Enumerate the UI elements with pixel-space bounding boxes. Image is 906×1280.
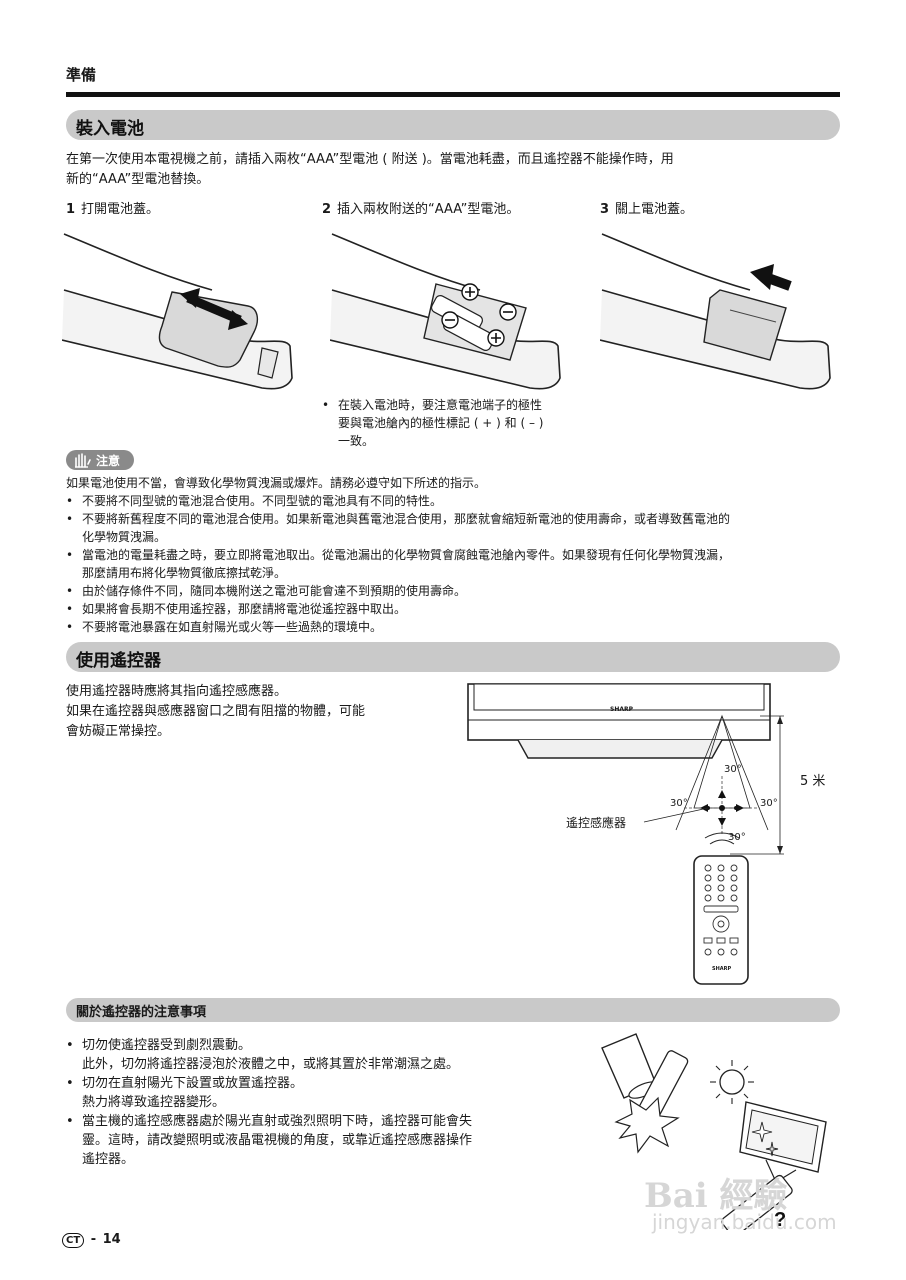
step-1-number: 1 (66, 202, 76, 217)
caution-item-6: • 不要將電池暴露在如直射陽光或火等一些過熱的環境中。 (66, 618, 842, 636)
battery-intro-line2: 新的“AAA”型電池替換。 (66, 172, 210, 187)
distance-label: 5 米 (800, 774, 826, 789)
remote-hazard-illustration: ? (601, 1033, 827, 1230)
section-notes-title: 關於遙控器的注意事項 (76, 1005, 207, 1020)
notes-item-3: • 當主機的遙控感應器處於陽光直射或強烈照明下時，遙控器可能會失 靈。這時，請改… (66, 1112, 566, 1169)
polarity-note-line1: 在裝入電池時，要注意電池端子的極性 (338, 398, 543, 412)
angle-label-bottom: 30° (728, 832, 746, 843)
step-3-number: 3 (600, 202, 610, 217)
notes-item-3-line1: 當主機的遙控感應器處於陽光直射或強烈照明下時，遙控器可能會失 (82, 1114, 473, 1129)
step-3-text: 關上電池蓋。 (615, 202, 694, 217)
remote-text-line1: 使用遙控器時應將其指向遙控感應器。 (66, 684, 288, 699)
insert-batteries-illustration (330, 233, 561, 390)
battery-intro-line1: 在第一次使用本電視機之前，請插入兩枚“AAA”型電池 ( 附送 )。當電池耗盡，… (66, 152, 674, 167)
notes-item-2-line1: 切勿在直射陽光下設置或放置遙控器。 (82, 1076, 304, 1091)
caution-item-2-line2: 化學物質洩漏。 (82, 530, 167, 544)
polarity-note-line3: 一致。 (338, 434, 375, 448)
caution-item-1: • 不要將不同型號的電池混合使用。不同型號的電池具有不同的特性。 (66, 492, 842, 510)
caution-intro: 如果電池使用不當，會導致化學物質洩漏或爆炸。請務必遵守如下所述的指示。 (66, 476, 487, 490)
bullet: • (66, 620, 74, 634)
notes-item-2-line2: 熱力將導致遙控器變形。 (82, 1095, 226, 1110)
close-cover-illustration (600, 233, 831, 390)
caution-item-1-line1: 不要將不同型號的電池混合使用。不同型號的電池具有不同的特性。 (82, 494, 443, 508)
caution-item-5-line1: 如果將會長期不使用遙控器，那麼請將電池從遙控器中取出。 (82, 602, 407, 616)
polarity-bullet: • (322, 398, 330, 412)
remote-text-line3: 會妨礙正常操控。 (66, 724, 171, 739)
polarity-note: • 在裝入電池時，要注意電池端子的極性 要與電池艙內的極性標記 ( + ) 和 … (322, 396, 543, 450)
section-notes-bar: 關於遙控器的注意事項 (66, 998, 840, 1022)
hand-caution-icon (75, 453, 91, 468)
page-number: 14 (102, 1232, 121, 1247)
notes-item-1-line2: 此外，切勿將遙控器浸泡於液體之中，或將其置於非常潮濕之處。 (82, 1057, 460, 1072)
polarity-note-line2: 要與電池艙內的極性標記 ( + ) 和 ( – ) (338, 416, 544, 430)
bullet: • (66, 1038, 74, 1053)
caution-item-3-line2: 那麼請用布將化學物質徹底擦拭乾淨。 (82, 566, 287, 580)
section-battery-title: 裝入電池 (76, 119, 144, 139)
bullet: • (66, 512, 74, 526)
angle-label-left: 30° (670, 798, 688, 809)
tv-brand-label: SHARP (610, 706, 634, 713)
notes-item-3-line3: 遙控器。 (82, 1152, 135, 1167)
step-1-text: 打開電池蓋。 (81, 202, 160, 217)
angle-label-top: 30° (724, 764, 742, 775)
remote-angle-diagram (467, 683, 784, 985)
sensor-label: 遙控感應器 (566, 816, 627, 830)
bullet: • (66, 584, 74, 598)
section-battery-bar: 裝入電池 (66, 110, 840, 140)
section-remote-bar: 使用遙控器 (66, 642, 840, 672)
caution-item-6-line1: 不要將電池暴露在如直射陽光或火等一些過熱的環境中。 (82, 620, 383, 634)
notes-item-3-line2: 靈。這時，請改變照明或液晶電視機的角度，或靠近遙控感應器操作 (82, 1133, 473, 1148)
bullet: • (66, 494, 74, 508)
header-rule (66, 92, 840, 97)
caution-item-3: • 當電池的電量耗盡之時，要立即將電池取出。從電池漏出的化學物質會腐蝕電池艙內零… (66, 546, 842, 582)
caution-badge: 注意 (66, 450, 134, 470)
caution-item-3-line1: 當電池的電量耗盡之時，要立即將電池取出。從電池漏出的化學物質會腐蝕電池艙內零件。… (82, 548, 731, 562)
step-2-number: 2 (322, 202, 332, 217)
page-footer: CT - 14 (62, 1232, 121, 1248)
step-1: 1 打開電池蓋。 (66, 198, 159, 217)
caution-item-4: • 由於儲存條件不同，隨同本機附送之電池可能會達不到預期的使用壽命。 (66, 582, 842, 600)
notes-item-1-line1: 切勿使遙控器受到劇烈震動。 (82, 1038, 252, 1053)
bullet: • (66, 1076, 74, 1091)
bullet: • (66, 1114, 74, 1129)
svg-text:?: ? (774, 1209, 786, 1230)
remote-brand-label: SHARP (712, 966, 732, 972)
remote-text-line2: 如果在遙控器與感應器窗口之間有阻擋的物體，可能 (66, 704, 366, 719)
footer-dash: - (90, 1232, 97, 1247)
step-2: 2 插入兩枚附送的“AAA”型電池。 (322, 198, 519, 217)
watermark-logo: Bai 經驗 (644, 1176, 788, 1216)
open-cover-illustration (62, 233, 293, 390)
notes-item-1: • 切勿使遙控器受到劇烈震動。 此外，切勿將遙控器浸泡於液體之中，或將其置於非常… (66, 1036, 566, 1074)
notes-item-2: • 切勿在直射陽光下設置或放置遙控器。 熱力將導致遙控器變形。 (66, 1074, 566, 1112)
bullet: • (66, 602, 74, 616)
caution-item-4-line1: 由於儲存條件不同，隨同本機附送之電池可能會達不到預期的使用壽命。 (82, 584, 467, 598)
caution-item-2: • 不要將新舊程度不同的電池混合使用。如果新電池與舊電池混合使用，那麼就會縮短新… (66, 510, 842, 546)
sun-icon (710, 1060, 754, 1104)
section-remote-title: 使用遙控器 (76, 651, 161, 671)
bullet: • (66, 548, 74, 562)
language-badge: CT (62, 1233, 85, 1248)
watermark-url: jingyan.baidu.com (652, 1210, 837, 1234)
page-header-title: 準備 (66, 66, 97, 84)
step-2-text: 插入兩枚附送的“AAA”型電池。 (337, 202, 520, 217)
caution-item-5: • 如果將會長期不使用遙控器，那麼請將電池從遙控器中取出。 (66, 600, 842, 618)
caution-label: 注意 (96, 454, 121, 468)
step-3: 3 關上電池蓋。 (600, 198, 693, 217)
caution-item-2-line1: 不要將新舊程度不同的電池混合使用。如果新電池與舊電池混合使用，那麼就會縮短新電池… (82, 512, 731, 526)
angle-label-right: 30° (760, 798, 778, 809)
